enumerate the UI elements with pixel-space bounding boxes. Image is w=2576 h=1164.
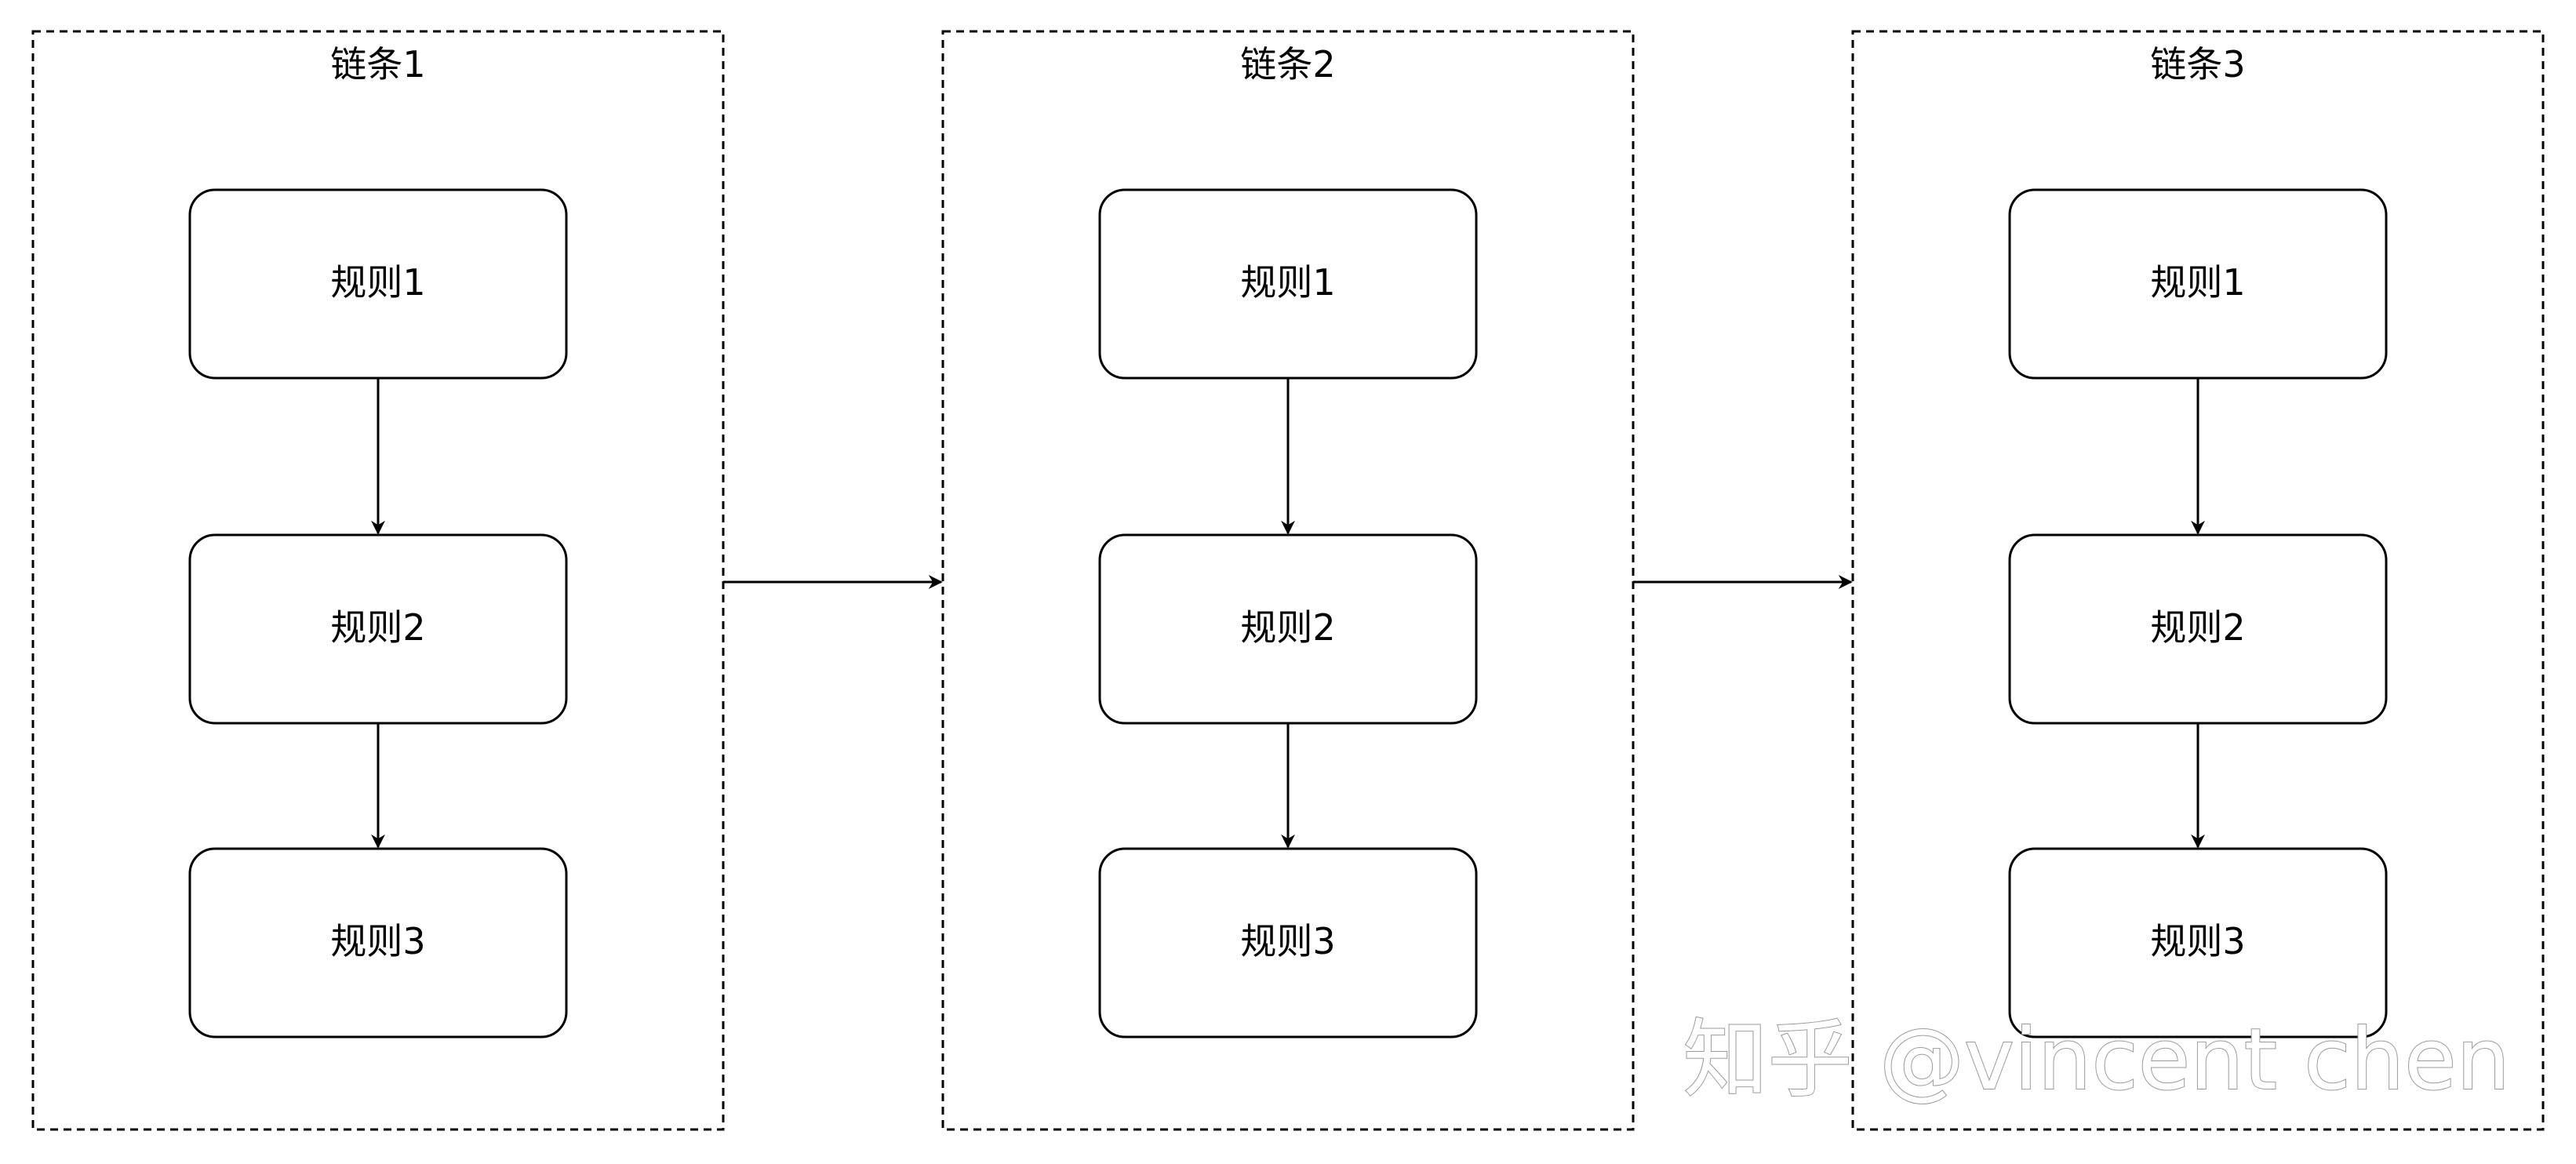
chain-1: 链条1 规则1 规则2 规则3 <box>31 30 725 1131</box>
chain-1-rule-3-label: 规则3 <box>330 920 425 962</box>
chain-3-rule-2-label: 规则2 <box>2150 606 2245 649</box>
chain-1-rule-1-label: 规则1 <box>330 261 425 304</box>
chain-2-rule-1-label: 规则1 <box>1240 261 1335 304</box>
chain-3-container <box>1851 30 2545 1131</box>
chain-3-rule-3-box <box>2008 847 2388 1039</box>
chain-3: 链条3 规则1 规则2 规则3 <box>1851 30 2545 1131</box>
chain-2-label: 链条2 <box>1240 43 1335 85</box>
chain-2-rule-3-box <box>1098 847 1478 1039</box>
chain-1-container <box>31 30 725 1131</box>
chain-2: 链条2 规则1 规则2 规则3 <box>941 30 1635 1131</box>
chain-1-rule-3-box <box>188 847 568 1039</box>
chain-3-rule-3-label: 规则3 <box>2150 920 2245 962</box>
chain-3-rule-1-label: 规则1 <box>2150 261 2245 304</box>
chain-1-label: 链条1 <box>330 43 425 85</box>
watermark-text: 知乎 @vincent chen <box>1683 1011 2510 1109</box>
chain-2-rule-2-label: 规则2 <box>1240 606 1335 649</box>
chain-2-rule-3-label: 规则3 <box>1240 920 1335 962</box>
chain-3-label: 链条3 <box>2150 43 2245 85</box>
chain-1-rule-2-label: 规则2 <box>330 606 425 649</box>
chain-2-container <box>941 30 1635 1131</box>
